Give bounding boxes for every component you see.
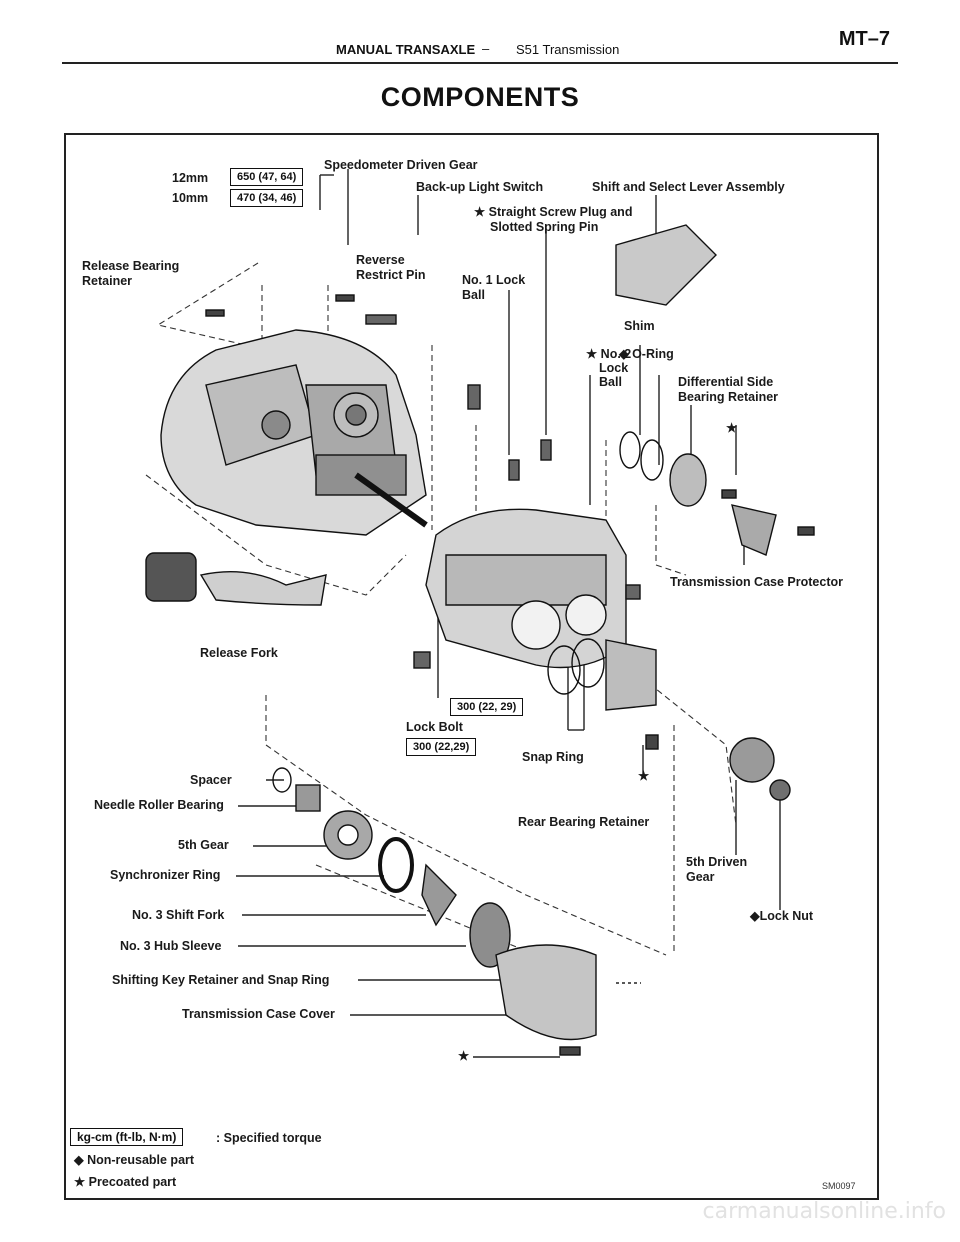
precoated-star-b: ★ [638, 769, 650, 783]
watermark: carmanualsonline.info [702, 1199, 946, 1224]
label-no3-hub-sleeve: No. 3 Hub Sleeve [120, 939, 222, 953]
figure-code: SM0097 [822, 1181, 856, 1191]
label-no1-lock: No. 1 Lock [462, 273, 526, 287]
label-no1-ball: Ball [462, 288, 485, 302]
label-shifting-key-retainer: Shifting Key Retainer and Snap Ring [112, 973, 330, 987]
label-slotted-spring-pin: Slotted Spring Pin [490, 220, 599, 234]
label-o-ring: ◆ O-Ring [619, 347, 674, 361]
label-release-fork: Release Fork [200, 646, 278, 660]
label-differential-side: Differential Side [678, 375, 774, 389]
label-5th-driven: 5th Driven [686, 855, 748, 869]
label-5th-driven-gear: Gear [686, 870, 715, 884]
page-header: MANUAL TRANSAXLE – S51 Transmission MT–7 [62, 22, 898, 64]
label-bearing-retainer: Bearing Retainer [678, 390, 779, 404]
page-title: COMPONENTS [380, 82, 580, 112]
label-10mm: 10mm [172, 191, 209, 205]
legend-precoated: ★ Precoated part [74, 1175, 177, 1189]
label-lock-bolt: Lock Bolt [406, 720, 463, 734]
header-section: MANUAL TRANSAXLE [336, 42, 476, 57]
page-number: MT–7 [838, 28, 890, 50]
label-needle-roller-bearing: Needle Roller Bearing [94, 798, 224, 812]
label-restrict-pin: Restrict Pin [356, 268, 426, 282]
label-straight-screw-plug: ★ Straight Screw Plug and [474, 205, 633, 219]
legend-torque-box: kg-cm (ft-lb, N·m) [70, 1128, 184, 1146]
label-transmission-case-cover: Transmission Case Cover [182, 1007, 335, 1021]
header-subsection: S51 Transmission [516, 42, 620, 57]
legend-torque-text: : Specified torque [216, 1131, 322, 1145]
label-no3-shift-fork: No. 3 Shift Fork [132, 908, 225, 922]
components-diagram: 12mm 650 (47, 64) 10mm 470 (34, 46) Spee… [64, 133, 879, 1200]
torque-lock-bolt: 300 (22,29) [406, 738, 477, 756]
header-dash: – [482, 41, 490, 56]
label-12mm: 12mm [172, 171, 209, 185]
label-backup-light-switch: Back-up Light Switch [416, 180, 544, 194]
legend-non-reusable: ◆ Non-reusable part [74, 1153, 195, 1167]
precoated-star-c: ★ [458, 1049, 470, 1063]
label-synchronizer-ring: Synchronizer Ring [110, 868, 221, 882]
label-reverse: Reverse [356, 253, 405, 267]
label-release-bearing-retainer: Retainer [82, 274, 133, 288]
label-case-protector: Transmission Case Protector [670, 575, 843, 589]
torque-case-bolt: 300 (22, 29) [450, 698, 524, 716]
label-no2-ball: Ball [599, 375, 622, 389]
label-snap-ring: Snap Ring [522, 750, 584, 764]
label-no2-lock: Lock [599, 361, 629, 375]
diagram-drawing [145, 169, 815, 1058]
label-release-bearing: Release Bearing [82, 259, 180, 273]
label-no2: ★ No. 2 [586, 347, 632, 361]
label-lock-nut: ◆Lock Nut [750, 909, 814, 923]
torque-12mm: 650 (47, 64) [230, 168, 304, 186]
label-rear-bearing-retainer: Rear Bearing Retainer [518, 815, 650, 829]
label-speedometer-driven-gear: Speedometer Driven Gear [324, 158, 478, 172]
label-shim: Shim [624, 319, 655, 333]
label-spacer: Spacer [190, 773, 232, 787]
label-shift-select-lever: Shift and Select Lever Assembly [592, 180, 785, 194]
precoated-star-a: ★ [726, 421, 738, 435]
label-5th-gear: 5th Gear [178, 838, 229, 852]
torque-10mm: 470 (34, 46) [230, 189, 304, 207]
